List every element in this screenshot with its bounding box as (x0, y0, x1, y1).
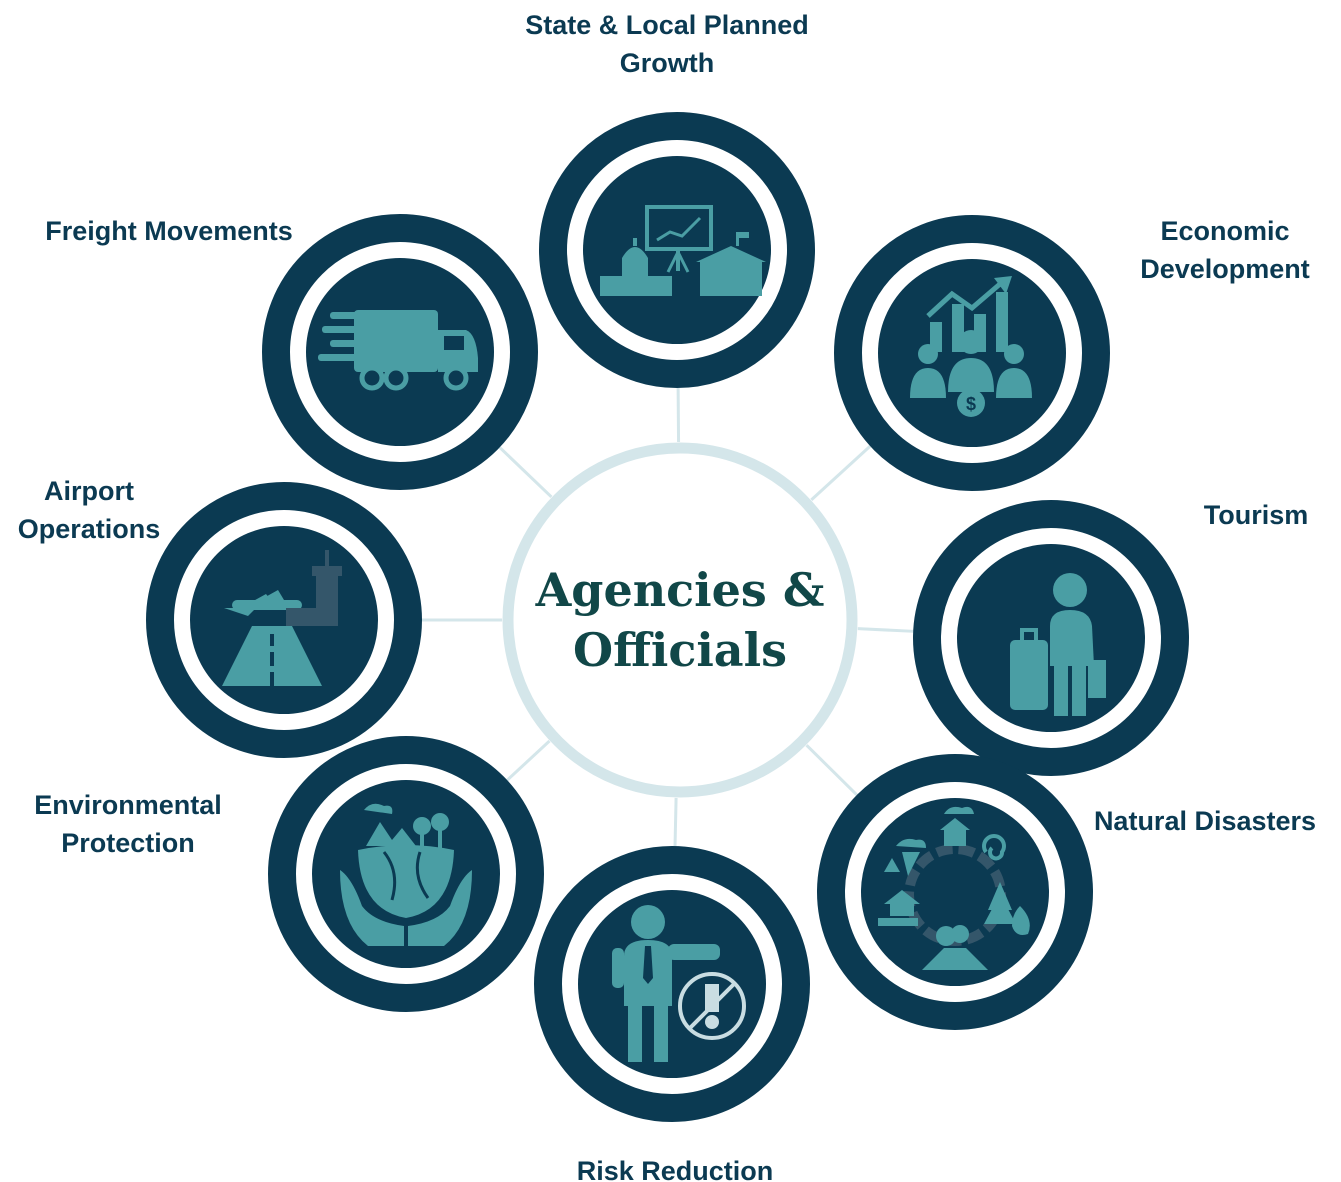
svg-text:$: $ (966, 394, 976, 414)
government-growth-icon (600, 205, 766, 296)
connector-line-economic (810, 445, 872, 501)
node-environmental (268, 736, 544, 1012)
label-line1: Economic (1160, 216, 1290, 246)
node-airport (146, 482, 422, 758)
label-line1: Airport (44, 476, 134, 506)
center-title-line2: Officials (573, 623, 787, 677)
node-economic: $ (834, 215, 1110, 491)
label-line1: Tourism (1203, 500, 1309, 530)
node-freight (262, 214, 538, 490)
center-title-line1: Agencies & (535, 563, 825, 617)
label-line2: Operations (17, 514, 161, 544)
freight-truck-icon (318, 310, 478, 391)
connector-line-risk-reduction (673, 797, 678, 847)
connector-line-freight (498, 446, 553, 499)
connector-line-environmental (506, 739, 551, 782)
label-airport: Airport Operations (6, 472, 172, 548)
label-line2: Growth (619, 48, 715, 78)
disaster-cycle-icon (878, 806, 1030, 970)
center-hub-ring (502, 442, 858, 798)
connector-line-tourism (857, 627, 914, 633)
economic-growth-icon: $ (910, 276, 1032, 417)
label-line1: Risk Reduction (576, 1156, 774, 1182)
label-line2: Protection (61, 828, 195, 858)
node-natural-disasters (817, 754, 1093, 1030)
label-freight: Freight Movements (28, 212, 310, 250)
label-tourism: Tourism (1196, 496, 1316, 534)
node-risk-reduction (534, 846, 810, 1122)
label-line1: Natural Disasters (1093, 806, 1317, 836)
label-line1: Freight Movements (45, 216, 293, 246)
risk-warning-person-icon (612, 905, 746, 1062)
node-state-local (539, 112, 815, 388)
label-economic: Economic Development (1126, 212, 1324, 288)
airport-runway-icon (222, 550, 342, 686)
label-state-local: State & Local Planned Growth (512, 6, 822, 82)
connector-lines (422, 387, 914, 847)
center-hub-title: Agencies & Officials (505, 560, 855, 680)
tourist-luggage-icon (1010, 573, 1106, 716)
label-line1: State & Local Planned (525, 10, 809, 40)
node-tourism (913, 500, 1189, 776)
label-natural-disasters: Natural Disasters (1080, 802, 1330, 840)
label-risk-reduction: Risk Reduction (560, 1152, 790, 1182)
earth-in-hands-icon (340, 803, 472, 946)
label-environmental: Environmental Protection (16, 786, 240, 862)
label-line1: Environmental (34, 790, 222, 820)
label-line2: Development (1140, 254, 1310, 284)
connector-line-natural-disasters (805, 744, 858, 797)
